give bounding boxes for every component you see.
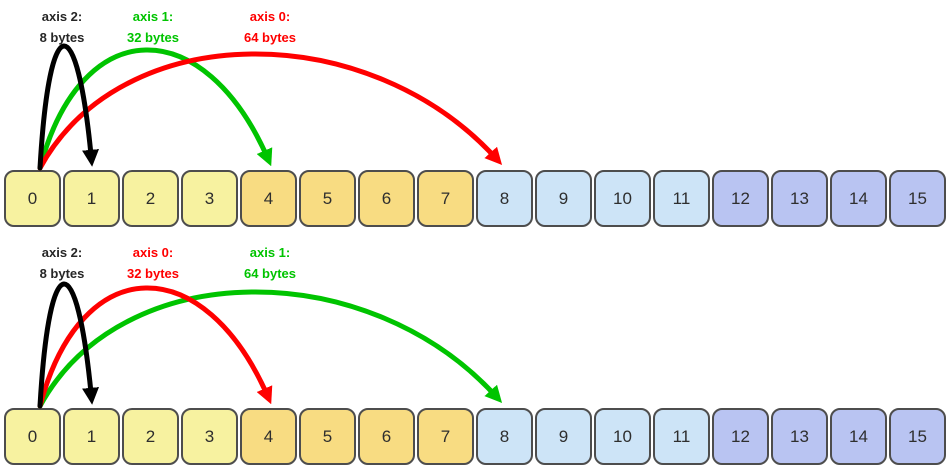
cell-12: 12 [712, 170, 769, 227]
axis-2-stride-arrow [37, 43, 100, 171]
axis-name: axis 1: [132, 9, 174, 24]
axis-1-label-group: axis 1: 64 bytes [244, 242, 296, 284]
axis-1-stride-arrow [37, 47, 273, 171]
cell-9: 9 [535, 408, 592, 465]
cell-2: 2 [122, 408, 179, 465]
axis-stride-bytes: 8 bytes [39, 30, 85, 45]
cell-4: 4 [240, 170, 297, 227]
axis-stride-bytes: 8 bytes [39, 266, 85, 281]
axis-1-stride-arrow [37, 289, 503, 409]
axis-2-stride-arrow [37, 281, 100, 409]
cell-13: 13 [771, 408, 828, 465]
axis-name: axis 0: [132, 245, 174, 260]
cell-10: 10 [594, 408, 651, 465]
cell-10: 10 [594, 170, 651, 227]
cell-0: 0 [4, 170, 61, 227]
axis-1-label-group: axis 1: 32 bytes [127, 6, 179, 48]
diagram-stride-layout-bottom: axis 2: 8 bytes axis 0: 32 bytes axis 1:… [0, 236, 950, 471]
cell-0: 0 [4, 408, 61, 465]
cell-11: 11 [653, 408, 710, 465]
axis-stride-bytes: 64 bytes [243, 30, 297, 45]
axis-name: axis 2: [41, 245, 83, 260]
axis-0-label-group: axis 0: 64 bytes [244, 6, 296, 48]
cell-11: 11 [653, 170, 710, 227]
cell-8: 8 [476, 170, 533, 227]
cell-1: 1 [63, 170, 120, 227]
axis-0-label-group: axis 0: 32 bytes [127, 242, 179, 284]
cell-7: 7 [417, 408, 474, 465]
cell-13: 13 [771, 170, 828, 227]
cell-15: 15 [889, 408, 946, 465]
cell-3: 3 [181, 170, 238, 227]
diagram-stride-layout-top: axis 2: 8 bytes axis 1: 32 bytes axis 0:… [0, 6, 950, 227]
cell-15: 15 [889, 170, 946, 227]
axis-name: axis 1: [249, 245, 291, 260]
cell-8: 8 [476, 408, 533, 465]
axis-0-stride-arrow [37, 285, 273, 409]
cell-14: 14 [830, 408, 887, 465]
cell-1: 1 [63, 408, 120, 465]
axis-stride-bytes: 32 bytes [126, 30, 180, 45]
cell-7: 7 [417, 170, 474, 227]
cell-14: 14 [830, 170, 887, 227]
cell-6: 6 [358, 170, 415, 227]
axis-0-stride-arrow [37, 51, 503, 171]
axis-name: axis 2: [41, 9, 83, 24]
cell-12: 12 [712, 408, 769, 465]
cell-3: 3 [181, 408, 238, 465]
axis-2-label-group: axis 2: 8 bytes [40, 242, 85, 284]
cell-5: 5 [299, 170, 356, 227]
axis-stride-bytes: 32 bytes [126, 266, 180, 281]
cell-4: 4 [240, 408, 297, 465]
cell-9: 9 [535, 170, 592, 227]
axis-stride-bytes: 64 bytes [243, 266, 297, 281]
cell-5: 5 [299, 408, 356, 465]
cell-6: 6 [358, 408, 415, 465]
cell-2: 2 [122, 170, 179, 227]
axis-2-label-group: axis 2: 8 bytes [40, 6, 85, 48]
axis-name: axis 0: [249, 9, 291, 24]
